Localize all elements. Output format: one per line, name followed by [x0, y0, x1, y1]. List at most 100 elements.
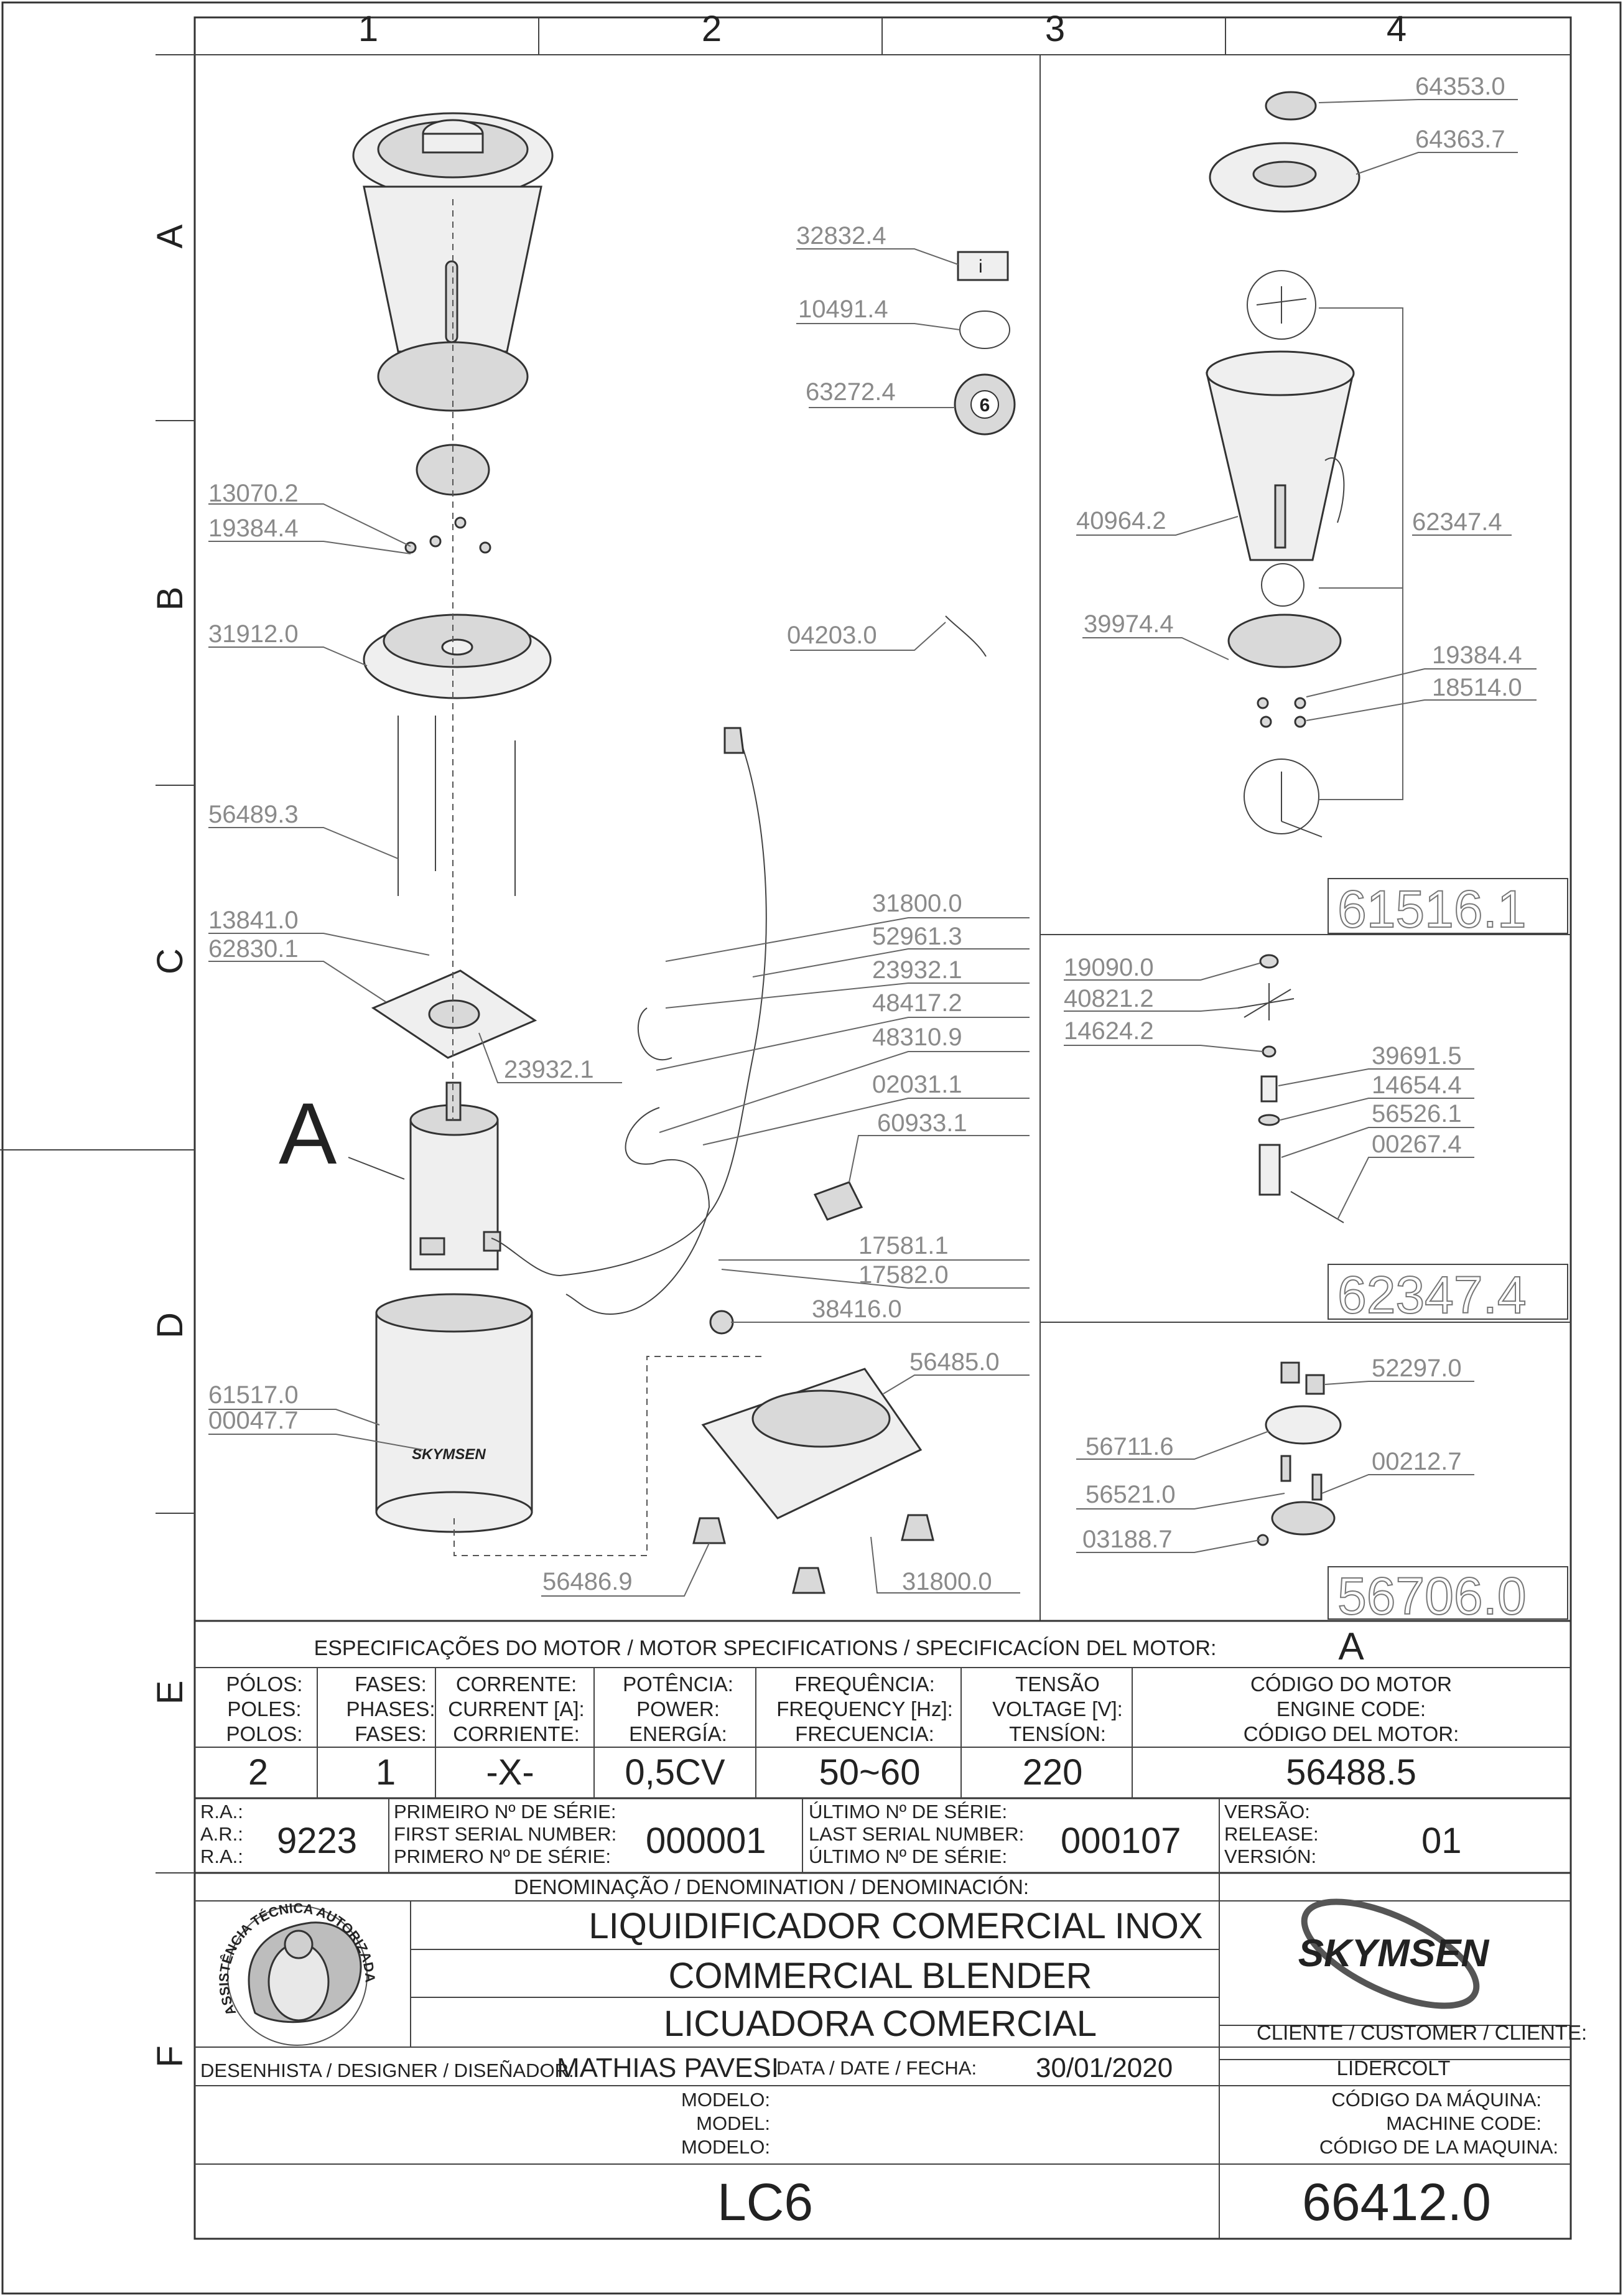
ra-label-en: A.R.:	[200, 1823, 243, 1845]
callout-64353: 64353.0	[1415, 73, 1505, 100]
version-label-pt: VERSÃO:	[1224, 1801, 1310, 1822]
coupling-pin	[1280, 1361, 1300, 1384]
authorized-service-seal: ASSISTÊNCIA TÉCNICA AUTORIZADA	[216, 1900, 378, 2046]
product-name-en: COMMERCIAL BLENDER	[668, 1956, 1092, 1996]
date-value: 30/01/2020	[1036, 2053, 1173, 2083]
callout-60933: 60933.1	[877, 1109, 967, 1137]
subassembly-code-56706: 56706.0	[1337, 1567, 1527, 1625]
callout-31912: 31912.0	[208, 620, 299, 648]
callout-04203: 04203.0	[787, 622, 877, 649]
engine-code-label-pt: CÓDIGO DO MOTOR	[1250, 1673, 1452, 1696]
callout-63272: 63272.4	[806, 378, 896, 406]
frequency-label-pt: FREQUÊNCIA:	[794, 1673, 935, 1696]
callout-38416: 38416.0	[812, 1295, 902, 1323]
kit-blade-detail	[1247, 270, 1316, 340]
engine-code-label-es: CÓDIGO DEL MOTOR:	[1244, 1722, 1459, 1745]
callout-56485: 56485.0	[909, 1348, 1000, 1376]
voltage-value: 220	[1023, 1752, 1083, 1793]
callout-40964: 40964.2	[1076, 507, 1166, 534]
callout-56521: 56521.0	[1086, 1481, 1176, 1508]
phases-value: 1	[376, 1752, 396, 1793]
column-label-1: 1	[358, 9, 378, 49]
kit-shaft-detail	[1244, 758, 1319, 834]
phases-label-en: PHASES:	[346, 1697, 435, 1720]
first-serial-value: 000001	[646, 1821, 766, 1861]
leader-lines	[208, 99, 1537, 1597]
thermal-protector	[813, 1181, 863, 1221]
subassembly-code-61516: 61516.1	[1337, 880, 1527, 938]
cable-segment	[945, 615, 987, 657]
coupling-detail	[1257, 1361, 1342, 1546]
power-label-en: POWER:	[636, 1697, 720, 1720]
machine-code-label-pt: CÓDIGO DA MÁQUINA:	[1331, 2089, 1542, 2111]
designer-label: DESENHISTA / DESIGNER / DISEÑADOR:	[200, 2060, 574, 2081]
screw-set	[404, 516, 491, 554]
jar-base	[377, 341, 529, 412]
motor-marker-leader	[348, 1157, 405, 1180]
power-cable	[491, 740, 767, 1277]
engine-code-label-en: ENGINE CODE:	[1277, 1697, 1426, 1720]
voltage-label-es: TENSÍON:	[1009, 1722, 1106, 1745]
row-label-a: A	[150, 224, 190, 248]
callout-61517: 61517.0	[208, 1381, 299, 1409]
ra-label-pt: R.A.:	[200, 1801, 243, 1822]
kit-seal-detail	[1261, 563, 1304, 607]
callout-52297: 52297.0	[1372, 1355, 1462, 1382]
row-label-f: F	[150, 2045, 190, 2067]
power-value: 0,5CV	[625, 1752, 725, 1793]
machine-code-label-es: CÓDIGO DE LA MAQUINA:	[1319, 2136, 1558, 2158]
poles-label-en: POLES:	[227, 1697, 301, 1720]
base-cover-logo: SKYMSEN	[412, 1446, 486, 1463]
brand-logo-text: SKYMSEN	[1298, 1932, 1490, 1975]
tie-rods	[398, 716, 516, 896]
callout-48310: 48310.9	[872, 1024, 962, 1051]
poles-label-pt: PÓLOS:	[226, 1673, 303, 1696]
callout-62830: 62830.1	[208, 935, 299, 963]
frequency-value: 50~60	[819, 1752, 921, 1793]
svg-text:6: 6	[980, 395, 990, 416]
frequency-label-es: FRECUENCIA:	[795, 1722, 934, 1745]
base-feet	[692, 1514, 934, 1594]
last-serial-value: 000107	[1061, 1821, 1181, 1861]
last-serial-label-es: ÚLTIMO Nº DE SÉRIE:	[809, 1846, 1007, 1867]
kit-bracket	[1319, 307, 1403, 800]
base-cover	[375, 1312, 533, 1513]
callout-13841: 13841.0	[208, 907, 299, 934]
model-label-en: MODEL:	[696, 2112, 770, 2134]
callout-39974: 39974.4	[1084, 610, 1174, 638]
date-label: DATA / DATE / FECHA:	[776, 2057, 977, 2079]
motor-spec-title: ESPECIFICAÇÕES DO MOTOR / MOTOR SPECIFIC…	[314, 1636, 1217, 1660]
callout-31800-base: 31800.0	[902, 1568, 992, 1595]
power-label-es: ENERGÍA:	[629, 1722, 727, 1745]
machine-code-label-en: MACHINE CODE:	[1386, 2112, 1542, 2134]
callout-13070: 13070.2	[208, 480, 299, 507]
motor-spec-marker: A	[1338, 1625, 1364, 1668]
blade-assembly-detail	[1237, 954, 1344, 1223]
phases-label-es: FASES:	[355, 1722, 427, 1745]
main-exploded-assembly: A SKYMSEN i 6	[279, 112, 1016, 1594]
product-name-pt: LIQUIDIFICADOR COMERCIAL INOX	[588, 1906, 1202, 1946]
current-label-en: CURRENT [A]:	[448, 1697, 584, 1720]
manual-sticker	[957, 251, 1009, 281]
coupling-hub	[1271, 1501, 1336, 1536]
assembly-path	[453, 1356, 765, 1556]
engine-code-value: 56488.5	[1286, 1752, 1416, 1793]
callout-14654: 14654.4	[1372, 1071, 1462, 1099]
callout-56526: 56526.1	[1372, 1100, 1462, 1127]
callout-62347-kit: 62347.4	[1412, 508, 1502, 536]
callout-52961: 52961.3	[872, 923, 962, 950]
subassembly-box-2	[1328, 1264, 1568, 1320]
customer-label: CLIENTE / CUSTOMER / CLIENTE:	[1257, 2021, 1587, 2044]
callout-31800-wire: 31800.0	[872, 890, 962, 917]
motor-marker: A	[279, 1085, 337, 1182]
callout-56486: 56486.9	[542, 1568, 633, 1595]
ra-value: 9223	[277, 1821, 357, 1861]
callout-10491: 10491.4	[798, 296, 888, 323]
callout-19384-kit: 19384.4	[1432, 642, 1522, 669]
callout-17582: 17582.0	[858, 1261, 949, 1289]
ra-label-es: R.A.:	[200, 1846, 243, 1867]
blade-shaft	[1258, 1144, 1281, 1196]
column-label-4: 4	[1387, 9, 1407, 49]
